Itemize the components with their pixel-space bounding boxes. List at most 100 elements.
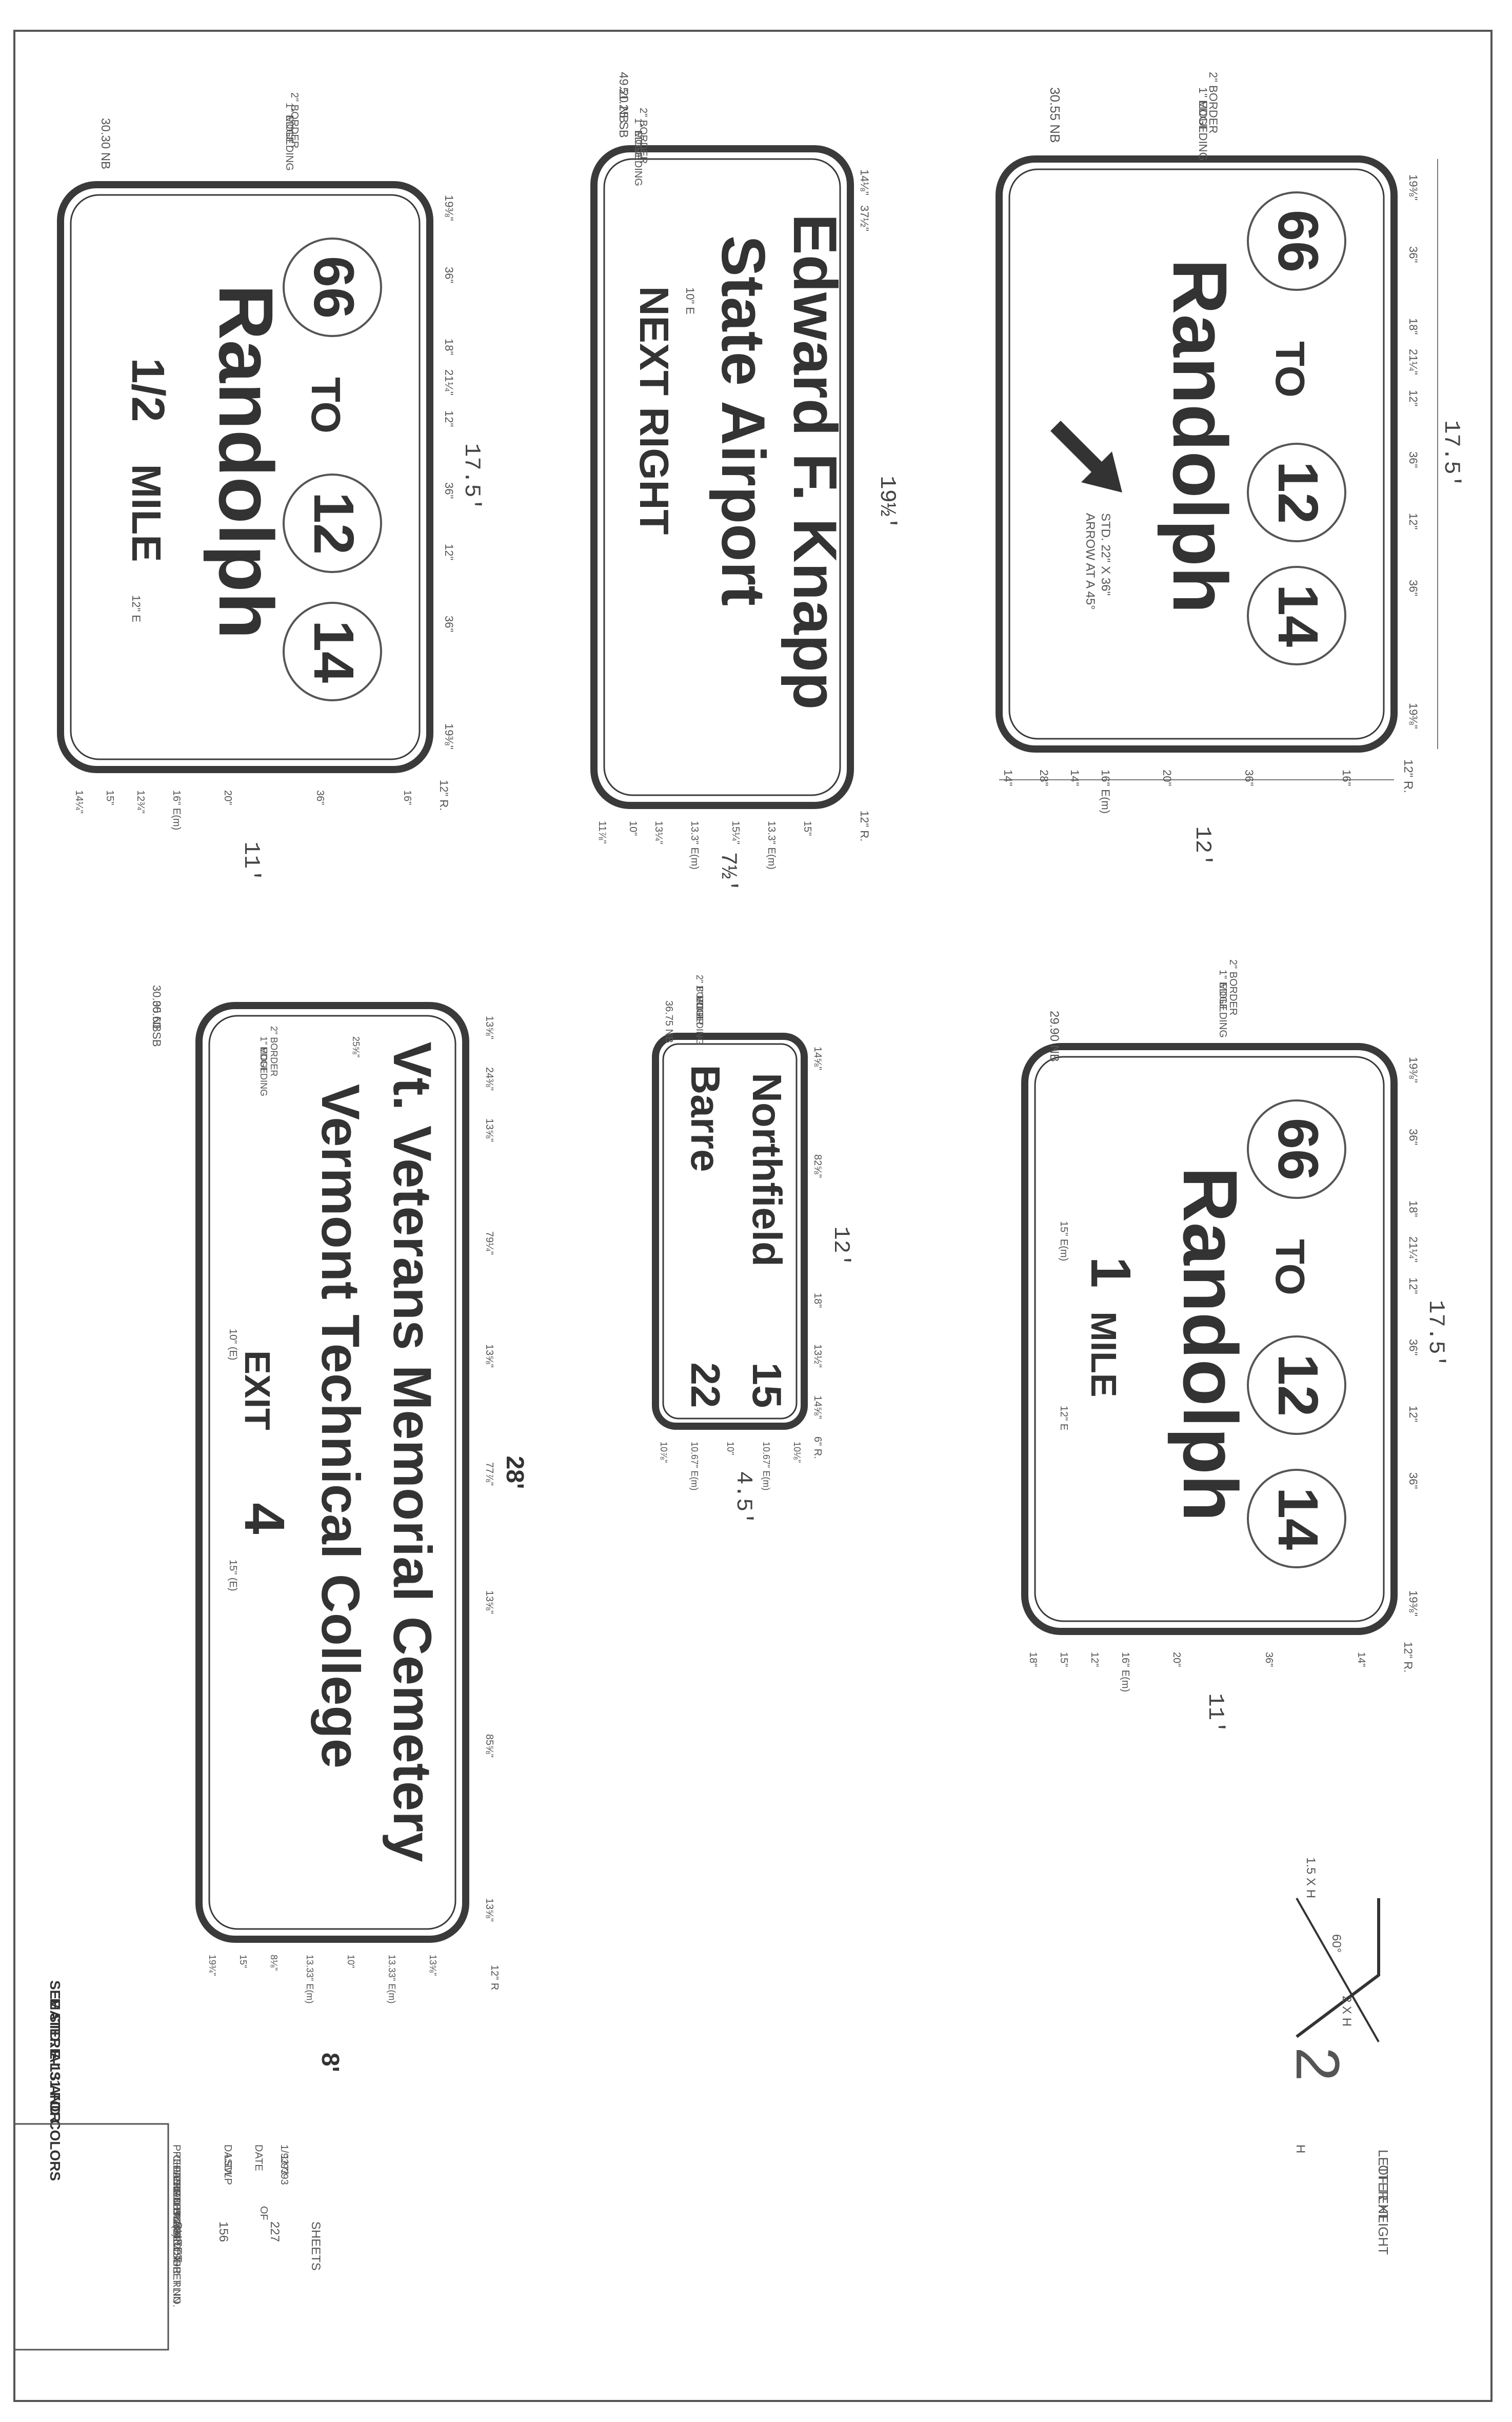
numeral-one-figure — [1296, 1898, 1380, 2038]
route-14-label: 14 — [302, 620, 365, 683]
sign-b-panel — [590, 145, 854, 809]
svg-text:77⅞": 77⅞" — [484, 1462, 495, 1486]
destination-label: Randolph — [203, 284, 289, 639]
route-12-label: 12 — [1266, 1354, 1329, 1416]
left-note: 25⅝" — [351, 1036, 361, 1057]
route-66-shield — [1247, 1099, 1346, 1199]
svg-text:10⅛": 10⅛" — [792, 1442, 802, 1463]
route-66-label: 66 — [1266, 1118, 1329, 1180]
sign-c: 66 TO 12 14 Randolph 1/2 MILE 12" E 30.3… — [57, 92, 484, 882]
to-label: TO — [303, 377, 349, 434]
letter-note: 10" (E) — [227, 1329, 238, 1361]
svg-text:21¼": 21¼" — [1407, 349, 1420, 375]
design-supervisor-value: DLP — [222, 2165, 233, 2185]
svg-text:12": 12" — [1407, 513, 1420, 529]
svg-text:85⅝": 85⅝" — [484, 1734, 495, 1758]
edge-note: 1" EDGE — [694, 985, 705, 1022]
sheets-label: SHEETS — [309, 2221, 323, 2271]
destination-label: Randolph — [1167, 1167, 1254, 1522]
mile-label: MILE — [1084, 1311, 1124, 1397]
svg-text:12": 12" — [1407, 1406, 1420, 1422]
border-note: 2" BORDER — [289, 92, 300, 148]
svg-text:19¾": 19¾" — [207, 1955, 217, 1976]
fraction-label: 1/2 — [122, 358, 173, 422]
route-12-shield — [1247, 443, 1346, 542]
height-dimension: 17.5' — [459, 443, 484, 511]
route-66-shield — [1247, 191, 1346, 291]
svg-text:12": 12" — [1407, 1277, 1420, 1294]
svg-text:19⅜": 19⅜" — [1407, 1057, 1420, 1083]
svg-text:36": 36" — [443, 482, 455, 499]
svg-text:10": 10" — [725, 1442, 735, 1455]
svg-text:15": 15" — [1058, 1652, 1069, 1667]
svg-text:10.67" E(m): 10.67" E(m) — [761, 1442, 771, 1490]
sign-f-panel — [195, 1002, 469, 1943]
edge-note: 1" EDGE — [258, 1036, 269, 1073]
route-12-label: 12 — [302, 492, 365, 555]
border-note: 2" BORDER — [269, 1026, 279, 1076]
date-value-3: 7/93 — [278, 2165, 290, 2185]
svg-text:11⅞": 11⅞" — [596, 821, 608, 844]
top-dimension: 14⅛" — [858, 169, 871, 195]
width-dimension: 8' — [316, 2053, 344, 2072]
barre-label: Barre — [683, 1065, 728, 1172]
letter-note-2: 12" E — [1058, 1406, 1069, 1430]
svg-text:36": 36" — [314, 790, 326, 805]
width-dimension: 12' — [1189, 826, 1215, 867]
svg-text:19⅜": 19⅜" — [443, 195, 455, 221]
svg-text:20": 20" — [1161, 770, 1173, 786]
numeral-two-figure: 2 — [1283, 2047, 1352, 2081]
moulding-note: MOULDING — [694, 995, 705, 1045]
svg-text:18": 18" — [1027, 1652, 1039, 1667]
route-66-label: 66 — [1266, 210, 1329, 272]
svg-text:14¼": 14¼" — [73, 790, 85, 814]
to-label: TO — [1267, 1239, 1313, 1295]
station-label-1: 49.20 NB — [616, 72, 630, 123]
svg-text:16" E(m): 16" E(m) — [1099, 770, 1112, 814]
vertical-dimension-chain: 14⅝" 82⅝" 18" 13½" 14⅝" — [812, 1047, 823, 1419]
svg-text:13.33" E(m): 13.33" E(m) — [387, 1955, 397, 2003]
moulding-note: MOULDING — [1217, 982, 1228, 1038]
angle-label: 60° — [1329, 1934, 1343, 1953]
station-label: 36.75 NB — [663, 1000, 674, 1043]
svg-text:20": 20" — [222, 790, 233, 805]
fraction-slash — [1296, 1898, 1380, 2042]
horizontal-dimension-chain: 18" 15" 12" 16" E(m) 20" 36" 14" — [1027, 1652, 1367, 1692]
arrow-note-2: ARROW AT A 45° — [1083, 513, 1097, 610]
border-note: 2" BORDER — [694, 975, 705, 1025]
svg-text:19⅜": 19⅜" — [1407, 174, 1420, 201]
letter-note: 10" E — [684, 287, 697, 314]
letter-height-note: LETTER HEIGHT — [1376, 2150, 1391, 2255]
svg-text:14⅝": 14⅝" — [812, 1395, 823, 1419]
svg-text:79¼": 79¼" — [484, 1231, 495, 1255]
svg-text:36": 36" — [1263, 1652, 1275, 1667]
svg-text:12¾": 12¾" — [135, 790, 146, 814]
height-dimension: 12' — [828, 1226, 853, 1267]
svg-text:36": 36" — [1407, 1472, 1420, 1489]
svg-text:14": 14" — [1002, 770, 1014, 786]
line-1-label: Edward F. Knapp — [781, 214, 849, 710]
line-3-label: NEXT RIGHT — [631, 286, 677, 535]
horizontal-dimension-chain: 10⅞" 10.67" E(m) 10" 10.67" E(m) 10⅛" — [659, 1442, 802, 1490]
svg-text:19⅜": 19⅜" — [1407, 703, 1420, 729]
date-label: DATE — [253, 2144, 264, 2171]
route-66-label: 66 — [302, 256, 365, 319]
sign-e: Northfield 15 Barre 22 36.75 NB 2" BORDE… — [652, 975, 853, 1525]
svg-text:28": 28" — [1038, 770, 1050, 786]
letter-height-note-2: OF TEXT — [1376, 2165, 1391, 2221]
svg-text:18": 18" — [443, 339, 455, 355]
moulding-note: MOULDING — [258, 1047, 269, 1096]
svg-text:10": 10" — [627, 821, 639, 836]
svg-text:8⅛": 8⅛" — [269, 1955, 279, 1971]
prepared-by-value: DAS — [222, 2144, 233, 2165]
svg-text:19⅜": 19⅜" — [1407, 1590, 1420, 1617]
width-ratio-2: 2 X H — [1340, 1996, 1354, 2026]
route-14-shield — [1247, 566, 1346, 665]
svg-text:36": 36" — [443, 616, 455, 632]
svg-text:12": 12" — [1407, 390, 1420, 406]
vertical-dimension-chain: 19⅜" 36" 18" 21¼" 12" 36" 12" 36" 19⅜" — [1407, 174, 1420, 729]
svg-text:16": 16" — [1340, 770, 1353, 786]
corner-radius: 12" R. — [437, 780, 450, 811]
traffic-sheet-label: TRAFFIC SHEET NO. — [171, 2206, 182, 2307]
svg-text:14": 14" — [1068, 770, 1081, 786]
